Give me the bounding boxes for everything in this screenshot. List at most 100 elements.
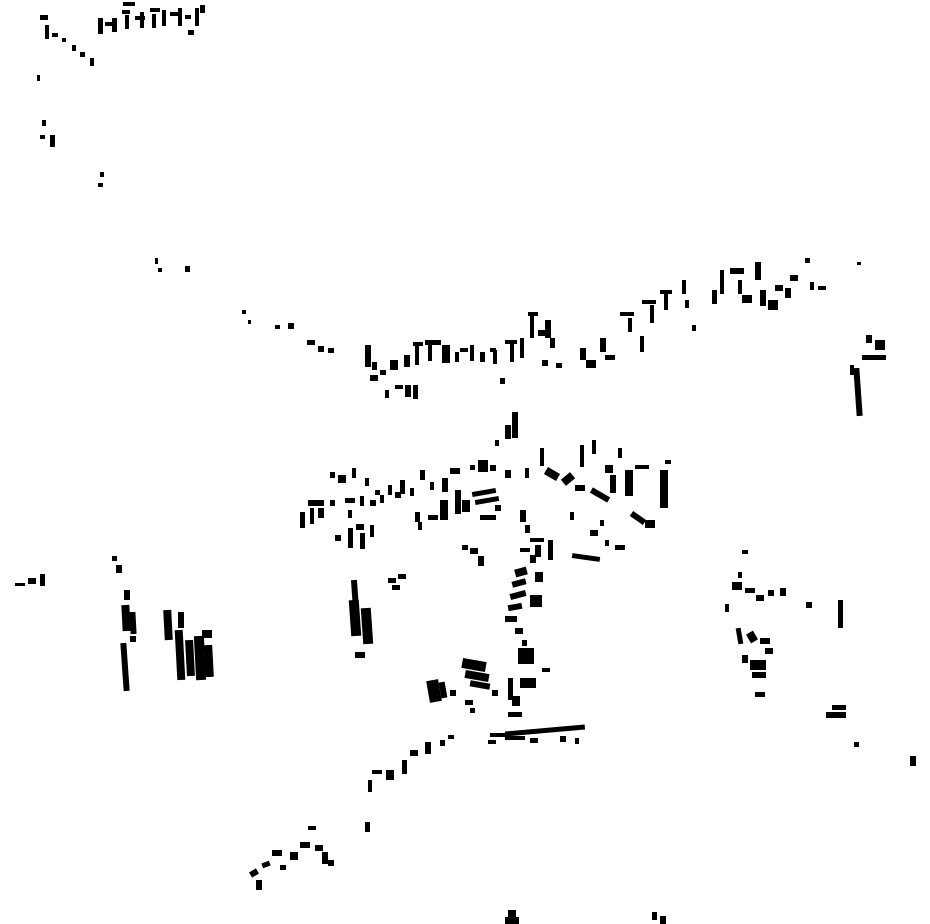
building-footprint [910,756,916,766]
building-footprint [322,852,328,864]
building-footprint [425,340,441,345]
building-footprint [730,268,744,274]
building-footprint [505,736,525,740]
building-footprint [768,590,774,596]
building-footprint [80,52,85,57]
building-footprint [450,468,460,474]
building-footprint [440,500,448,520]
building-footprint [150,8,160,12]
building-footprint [130,636,136,642]
building-footprint [832,705,846,710]
building-footprint [768,300,778,310]
building-footprint [765,648,773,654]
building-footprint [288,323,294,329]
building-footprint [40,135,45,139]
building-footprint [605,540,609,546]
building-footprint [738,280,742,294]
building-footprint [370,375,378,381]
building-footprint [571,553,601,562]
building-footprint [280,865,286,870]
building-footprint [450,690,456,696]
building-footprint [665,460,671,464]
building-footprint [600,520,604,526]
building-footprint [511,578,527,588]
building-footprint [98,183,103,187]
building-footprint [492,690,498,696]
building-footprint [163,609,173,641]
building-footprint [256,880,262,890]
building-footprint [308,826,316,830]
building-footprint [360,533,365,549]
building-footprint [471,487,497,498]
building-footprint [398,574,406,579]
building-footprint [455,352,459,362]
building-footprint [580,348,586,360]
building-footprint [112,18,117,32]
building-footprint [854,742,859,747]
building-footprint [508,910,516,920]
building-footprint [380,370,386,375]
building-footprint [395,492,401,498]
building-footprint [428,345,432,361]
building-footprint [42,120,46,126]
building-footprint [746,630,758,644]
building-footprint [465,700,473,705]
building-footprint [505,616,517,622]
building-footprint [40,15,48,20]
building-footprint [818,286,826,290]
building-footprint [543,467,561,481]
building-footprint [660,916,666,924]
building-footprint [123,2,135,6]
building-footprint [275,325,280,329]
building-footprint [735,627,744,645]
building-footprint [355,652,365,658]
building-footprint [525,525,530,533]
building-footprint [370,500,376,506]
building-footprint [308,500,324,506]
building-footprint [504,724,586,737]
building-footprint [415,345,419,365]
buildings-layer [15,2,916,924]
building-footprint [185,639,195,677]
building-footprint [785,288,791,298]
building-footprint [660,290,672,294]
building-footprint [410,750,418,756]
building-footprint [875,340,885,350]
building-footprint [760,290,766,306]
building-footprint [618,448,622,458]
building-footprint [629,510,647,526]
building-footprint [404,355,410,367]
building-footprint [742,655,748,663]
building-footprint [589,487,611,503]
building-footprint [249,868,259,878]
building-footprint [174,629,186,681]
building-footprint [857,262,861,265]
building-footprint [356,524,364,530]
building-footprint [745,588,755,593]
building-footprint [440,740,445,746]
building-footprint [248,320,251,324]
building-footprint [348,599,362,637]
building-footprint [372,362,377,370]
building-footprint [368,780,372,792]
building-footprint [242,310,246,314]
building-footprint [202,630,212,638]
building-footprint [580,445,584,467]
building-footprint [780,588,786,596]
building-footprint [862,355,886,360]
building-footprint [495,505,501,511]
building-footprint [348,528,353,548]
building-footprint [405,385,411,397]
building-footprint [826,712,846,718]
building-footprint [120,642,130,692]
building-footprint [315,845,323,851]
building-footprint [318,346,324,352]
building-footprint [605,465,613,473]
building-footprint [40,574,45,586]
building-footprint [428,515,438,520]
building-footprint [522,640,527,646]
building-footprint [752,672,766,678]
building-footprint [272,850,282,856]
building-footprint [538,330,546,336]
